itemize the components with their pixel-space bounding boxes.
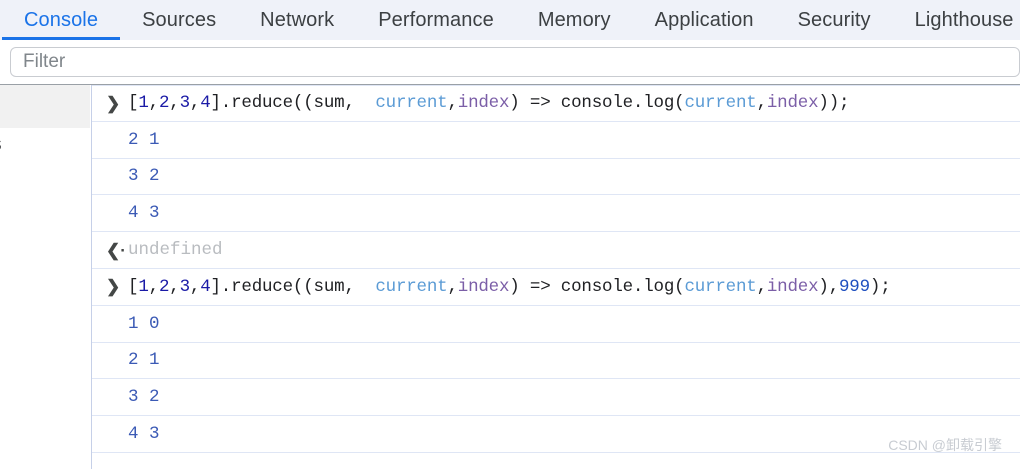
code-token: ,: [447, 276, 458, 297]
sidebar-selected-item[interactable]: [0, 85, 90, 128]
console-input-row[interactable]: ❯[1,2,3,4].reduce((sum, current,index) =…: [92, 269, 1020, 306]
code-token: ),: [818, 276, 839, 297]
code-token: sum: [313, 93, 345, 114]
code-token: ,: [344, 276, 366, 297]
filter-input[interactable]: [21, 50, 1009, 74]
tab-performance[interactable]: Performance: [356, 0, 516, 40]
code-token: ,: [756, 93, 768, 114]
code-token: ].reduce((: [210, 276, 314, 297]
code-token: 4: [200, 276, 211, 297]
tab-label: Console: [24, 8, 99, 31]
console-output-value: 3 2: [128, 166, 160, 187]
code-token: );: [869, 276, 891, 297]
code-token: 3: [179, 93, 191, 114]
console-sidebar[interactable]: s: [0, 85, 92, 469]
tab-console[interactable]: Console: [2, 0, 121, 40]
tab-label: Performance: [378, 8, 494, 31]
code-token: 4: [200, 93, 211, 114]
code-token: ,: [148, 276, 160, 297]
console-input-row[interactable]: ❯[1,2,3,4].reduce((sum, current,index) =…: [92, 85, 1020, 122]
code-token: 3: [179, 276, 191, 297]
console-result-row[interactable]: ❮·undefined: [92, 232, 1020, 269]
code-token: index: [457, 276, 510, 297]
code-token: 2: [158, 276, 170, 297]
console-output-row[interactable]: 4 3: [92, 416, 1020, 453]
tab-security[interactable]: Security: [776, 0, 893, 40]
console-expression: [1,2,3,4].reduce((sum, current,index) =>…: [128, 277, 891, 297]
tab-label: Network: [260, 8, 335, 31]
code-token: 999: [839, 276, 870, 297]
console-toolbar: [0, 40, 1020, 85]
sidebar-item-label: s: [0, 134, 2, 156]
code-token: ,: [189, 93, 201, 114]
tab-sources[interactable]: Sources: [120, 0, 238, 40]
tab-label: Security: [797, 8, 871, 31]
code-token: ) => console.log(: [509, 93, 685, 114]
console-output-row[interactable]: 1 0: [92, 306, 1020, 343]
code-token: ,: [756, 276, 768, 297]
code-token: index: [457, 93, 510, 114]
chevron-left-icon: ❮·: [106, 240, 126, 260]
code-token: current: [684, 93, 757, 114]
code-token: ) => console.log(: [509, 276, 685, 297]
code-token: ,: [189, 276, 201, 297]
return-arrow-icon: ❮·: [100, 242, 128, 259]
chevron-right-icon: ❯: [106, 277, 121, 297]
console-output-value: 3 2: [128, 387, 160, 408]
console-return-value: undefined: [128, 240, 223, 261]
console-output-row[interactable]: 4 3: [92, 195, 1020, 233]
code-token: [: [128, 276, 139, 297]
console-body: s ❯[1,2,3,4].reduce((sum, current,index)…: [0, 85, 1020, 469]
devtools-tabbar: Console Sources Network Performance Memory Ap…: [0, 0, 1020, 40]
code-token: current: [365, 276, 448, 297]
code-token: index: [766, 93, 819, 114]
code-token: current: [365, 93, 448, 114]
tab-memory[interactable]: Memory: [516, 0, 633, 40]
tab-application[interactable]: Application: [633, 0, 776, 40]
code-token: index: [766, 276, 819, 297]
console-output-row[interactable]: 2 1: [92, 122, 1020, 159]
code-token: [: [128, 93, 139, 114]
code-token: sum: [313, 276, 345, 297]
code-token: ,: [169, 93, 180, 114]
code-token: ,: [344, 93, 366, 114]
console-output-value: 1 0: [128, 313, 160, 334]
code-token: ));: [818, 93, 850, 114]
code-token: 1: [138, 276, 149, 297]
console-expression: [1,2,3,4].reduce((sum, current,index) =>…: [128, 93, 849, 113]
console-output-row[interactable]: 3 2: [92, 379, 1020, 417]
console-output-value: 2 1: [128, 129, 160, 150]
code-token: current: [684, 276, 757, 297]
tab-network[interactable]: Network: [238, 0, 356, 40]
tab-label: Memory: [537, 8, 611, 31]
code-token: 1: [138, 93, 149, 114]
prompt-arrow-icon: ❯: [100, 95, 128, 112]
tab-lighthouse[interactable]: Lighthouse: [893, 0, 1020, 40]
console-message-list[interactable]: ❯[1,2,3,4].reduce((sum, current,index) =…: [92, 85, 1020, 469]
code-token: ,: [169, 276, 180, 297]
console-output-row[interactable]: 3 2: [92, 159, 1020, 196]
prompt-arrow-icon: ❯: [100, 278, 128, 295]
console-output-value: 4 3: [128, 203, 160, 224]
console-output-value: 4 3: [128, 424, 160, 445]
tab-label: Sources: [142, 8, 217, 31]
code-token: 2: [158, 93, 170, 114]
tab-label: Lighthouse: [914, 8, 1014, 31]
code-token: ].reduce((: [210, 93, 314, 114]
code-token: ,: [148, 93, 160, 114]
chevron-right-icon: ❯: [106, 93, 121, 113]
console-output-row[interactable]: 2 1: [92, 343, 1020, 380]
tab-label: Application: [654, 8, 754, 31]
console-output-value: 2 1: [128, 350, 160, 371]
filter-box[interactable]: [10, 47, 1020, 77]
code-token: ,: [447, 93, 458, 114]
